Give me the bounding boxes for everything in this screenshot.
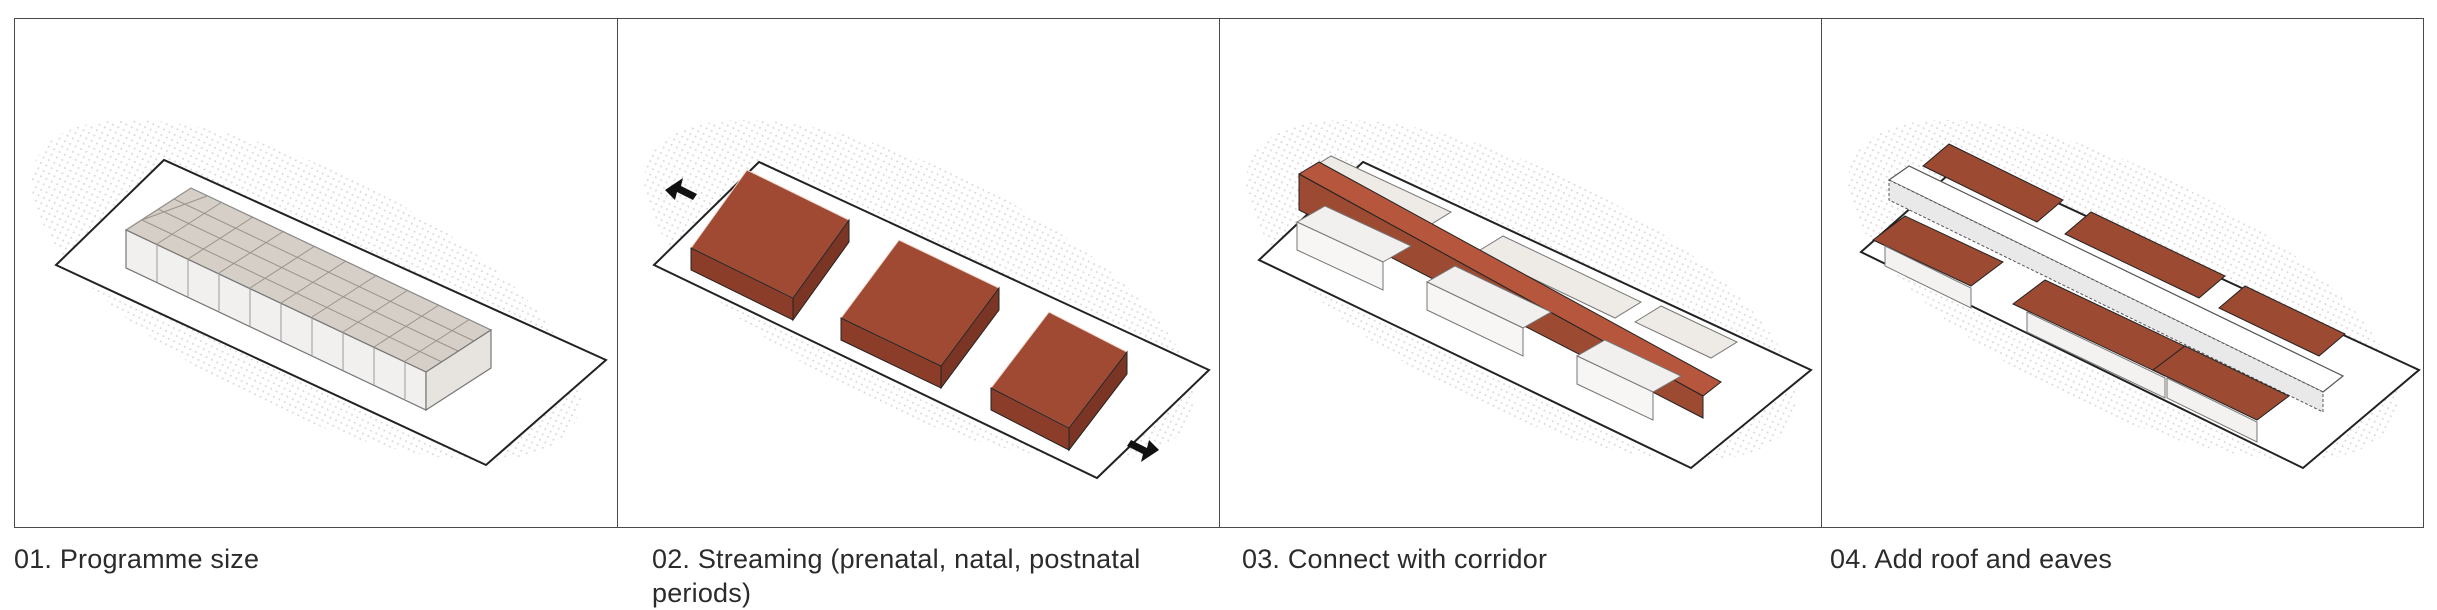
step-label: Streaming (prenatal, natal, postnatal pe… — [652, 544, 1141, 608]
panel-divider-2 — [1219, 18, 1220, 528]
step-number: 01. — [14, 544, 53, 574]
panel-streaming — [619, 20, 1219, 526]
roof-eaves-illustration — [1848, 119, 2421, 470]
streaming-illustration — [644, 119, 1211, 480]
step-caption-2: 02. Streaming (prenatal, natal, postnata… — [652, 542, 1212, 610]
step-number: 02. — [652, 544, 691, 574]
step-label: Add roof and eaves — [1874, 544, 2113, 574]
panel-divider-1 — [617, 18, 618, 528]
step-caption-4: 04. Add roof and eaves — [1830, 542, 2112, 576]
panel-divider-3 — [1821, 18, 1822, 528]
step-label: Programme size — [59, 544, 260, 574]
programme-size-illustration — [31, 119, 608, 467]
step-number: 04. — [1830, 544, 1869, 574]
step-number: 03. — [1242, 544, 1281, 574]
step-label: Connect with corridor — [1287, 544, 1548, 574]
panel-connect-corridor — [1221, 20, 1821, 526]
panel-programme-size — [16, 20, 616, 526]
arrow-left-icon — [665, 178, 697, 200]
step-caption-3: 03. Connect with corridor — [1242, 542, 1547, 576]
arrow-right-icon — [1127, 440, 1159, 462]
corridor-illustration — [1246, 119, 1813, 470]
panel-roof-eaves — [1823, 20, 2423, 526]
step-caption-1: 01. Programme size — [14, 542, 259, 576]
